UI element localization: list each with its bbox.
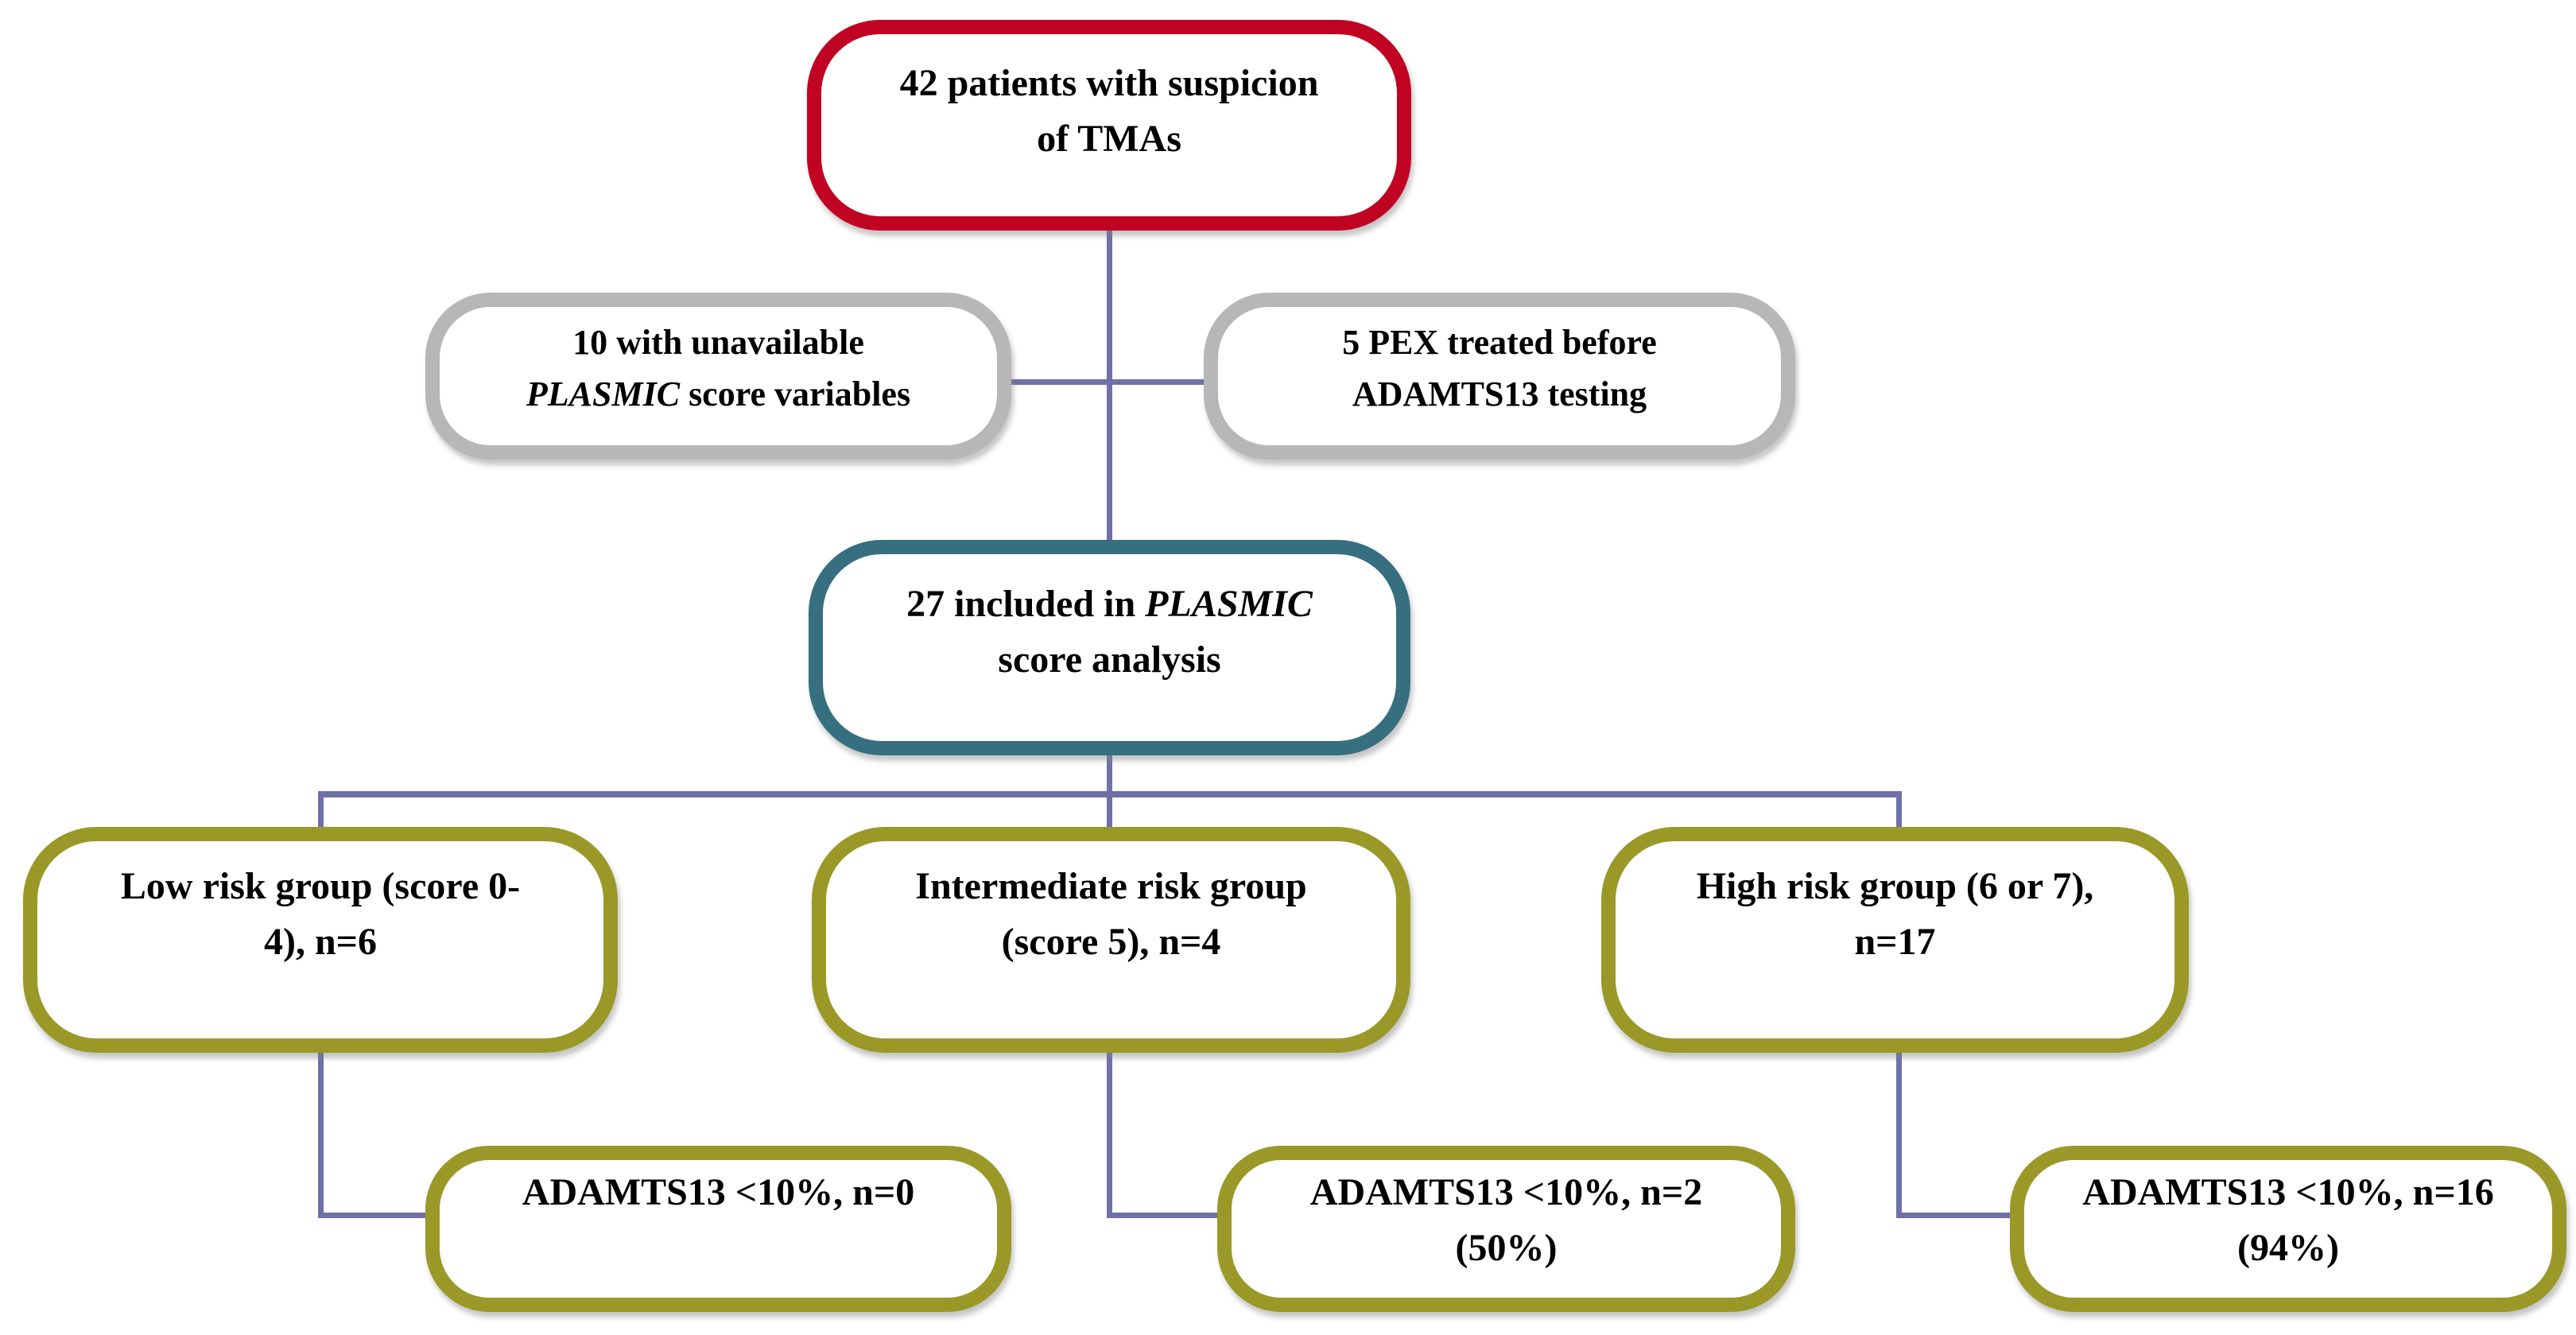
node-text-line: ADAMTS13 testing — [1352, 374, 1647, 413]
node-text-line: Intermediate risk group — [915, 865, 1307, 907]
node-text-line: n=17 — [1854, 921, 1936, 963]
connector-low-elbow-h — [318, 1213, 431, 1218]
node-intermediate-risk-group: Intermediate risk group (score 5), n=4 — [812, 827, 1410, 1053]
node-text-line: High risk group (6 or 7), — [1696, 865, 2094, 907]
node-text-line: 4), n=6 — [263, 921, 378, 963]
node-text-line: Low risk group (score 0- — [120, 865, 521, 907]
connector-drop-intermediate — [1107, 795, 1112, 830]
node-text-line: ADAMTS13 <10%, n=2 — [1309, 1171, 1703, 1213]
node-adamts13-intermediate: ADAMTS13 <10%, n=2 (50%) — [1217, 1146, 1795, 1312]
connector-drop-low — [318, 795, 324, 830]
connector-intermediate-elbow-h — [1107, 1213, 1224, 1218]
connector-drop-high — [1896, 795, 1902, 830]
connector-low-elbow-v — [318, 1050, 324, 1218]
connector-included-to-bar — [1107, 752, 1112, 797]
node-adamts13-high: ADAMTS13 <10%, n=16 (94%) — [2010, 1146, 2566, 1312]
node-adamts13-low: ADAMTS13 <10%, n=0 — [425, 1146, 1011, 1312]
node-text-line: PLASMIC score variables — [526, 374, 911, 413]
node-text-line: ADAMTS13 <10%, n=0 — [522, 1171, 915, 1213]
connector-root-to-included — [1107, 227, 1112, 543]
node-text-line: 5 PEX treated before — [1342, 323, 1657, 362]
connector-exclusions-horizontal — [1008, 379, 1207, 385]
node-text-line: (50%) — [1455, 1227, 1558, 1269]
node-text-line: ADAMTS13 <10%, n=16 — [2082, 1171, 2494, 1213]
connector-high-elbow-v — [1896, 1050, 1902, 1218]
node-text-line: (94%) — [2237, 1227, 2339, 1269]
connector-high-elbow-h — [1896, 1213, 2017, 1218]
node-text-line: 42 patients with suspicion — [899, 62, 1319, 104]
node-high-risk-group: High risk group (6 or 7), n=17 — [1601, 827, 2189, 1053]
node-text-line: 27 included in PLASMIC — [906, 583, 1313, 625]
node-text-line: score analysis — [998, 638, 1221, 681]
node-text-line: (score 5), n=4 — [1001, 921, 1221, 963]
node-text-line: 10 with unavailable — [572, 323, 864, 362]
connector-intermediate-elbow-v — [1107, 1050, 1112, 1218]
node-low-risk-group: Low risk group (score 0- 4), n=6 — [23, 827, 618, 1053]
node-included-plasmic: 27 included in PLASMIC score analysis — [809, 540, 1410, 755]
connector-branch-bar — [318, 791, 1902, 798]
node-patients-suspicion: 42 patients with suspicion of TMAs — [807, 20, 1411, 231]
node-text-line: of TMAs — [1037, 118, 1181, 160]
